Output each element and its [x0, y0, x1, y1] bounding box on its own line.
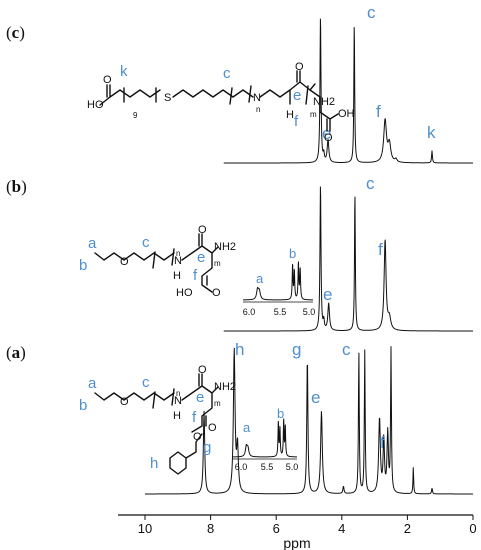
- inset-b: 6.0 5.5 5.0 a b: [242, 246, 316, 317]
- atom-a-o3: O: [208, 422, 217, 434]
- inset-a-tick-5-5: 5.5: [261, 462, 274, 472]
- atom-a-h: H: [173, 410, 181, 422]
- sub-a-m: m: [214, 399, 221, 408]
- struct-c-label-f: f: [294, 113, 299, 130]
- inset-b-line: [242, 261, 314, 301]
- struct-a-label-h: h: [150, 455, 158, 472]
- sub-b-m: m: [214, 259, 221, 268]
- atom-a-n: N: [174, 395, 182, 407]
- peak-label-b-c: c: [366, 174, 375, 193]
- structure-a: N H O NH2 O O O n m a b c e f g h: [79, 364, 236, 475]
- peak-label-c-e: e: [322, 124, 331, 143]
- x-tick-4: 4: [338, 521, 345, 536]
- sub-c-m: m: [310, 110, 317, 119]
- atom-b-o1: O: [120, 256, 129, 268]
- x-axis: 10 8 6 4 2 0 ppm: [118, 514, 477, 550]
- peak-label-c-k: k: [427, 123, 436, 142]
- struct-c-label-k: k: [120, 63, 128, 80]
- peak-label-a-g: g: [292, 340, 301, 359]
- inset-b-label-b: b: [289, 246, 296, 261]
- struct-b-label-c: c: [142, 234, 150, 251]
- atom-a-nh2: NH2: [214, 381, 236, 393]
- peak-label-a-h: h: [235, 340, 244, 359]
- atom-c-oh: OH: [338, 108, 355, 120]
- peak-label-a-c: c: [342, 340, 351, 359]
- peak-label-a-f: f: [380, 433, 385, 452]
- atom-c-n: N: [253, 92, 261, 104]
- atom-c-o1: O: [103, 74, 112, 86]
- x-tick-8: 8: [207, 521, 214, 536]
- atom-b-n: N: [174, 255, 182, 267]
- inset-b-tick-5-5: 5.5: [274, 307, 287, 317]
- structure-c: HO O S N H O NH2 O OH 9 n m k c e f: [87, 61, 355, 144]
- atom-c-nh2: NH2: [313, 96, 335, 108]
- sub-b-n: n: [176, 249, 180, 258]
- peak-label-b-e: e: [323, 285, 332, 304]
- sub-c-n: n: [256, 105, 260, 114]
- struct-a-label-g: g: [203, 439, 211, 456]
- atom-c-o3: O: [324, 132, 333, 144]
- x-tick-2: 2: [404, 521, 411, 536]
- inset-a: 6.0 5.5 5.0 a b: [232, 406, 299, 472]
- panel-label-a: (a): [6, 343, 26, 362]
- atom-c-h: H: [286, 109, 294, 121]
- inset-a-label-b: b: [277, 406, 284, 421]
- panel-label-b: (b): [6, 177, 27, 196]
- x-tick-6: 6: [273, 521, 280, 536]
- spectrum-b-line: [223, 186, 474, 332]
- inset-b-tick-6: 6.0: [243, 307, 256, 317]
- atom-a-o1: O: [120, 396, 129, 408]
- peak-label-c-c: c: [367, 3, 376, 22]
- inset-a-tick-6: 6.0: [235, 462, 248, 472]
- atom-b-o3: O: [212, 287, 221, 299]
- atom-a-o4: O: [193, 431, 202, 443]
- peak-label-b-f: f: [378, 240, 383, 259]
- x-tick-10: 10: [138, 521, 152, 536]
- struct-b-label-e: e: [197, 249, 205, 266]
- struct-b-label-b: b: [79, 257, 87, 274]
- peak-label-a-e: e: [311, 388, 320, 407]
- sub-a-n: n: [176, 389, 180, 398]
- struct-a-label-f: f: [192, 409, 197, 426]
- inset-b-tick-5: 5.0: [303, 307, 316, 317]
- spectrum-c-line: [223, 18, 474, 164]
- struct-a-label-b: b: [79, 397, 87, 414]
- inset-a-label-a: a: [243, 420, 251, 435]
- atom-b-nh2: NH2: [214, 241, 236, 253]
- struct-a-label-e: e: [196, 389, 204, 406]
- struct-c-label-e: e: [293, 87, 301, 104]
- struct-a-label-c: c: [142, 374, 150, 391]
- struct-a-label-a: a: [88, 375, 97, 392]
- atom-b-h: H: [173, 270, 181, 282]
- sub-c-9: 9: [133, 111, 138, 120]
- x-tick-0: 0: [469, 521, 476, 536]
- atom-c-o2: O: [295, 61, 304, 73]
- struct-c-label-c: c: [223, 65, 231, 82]
- x-axis-label: ppm: [283, 535, 310, 550]
- spectrum-a-line: [144, 346, 474, 495]
- atom-c-ho: HO: [87, 99, 104, 111]
- atom-b-ho: HO: [176, 287, 193, 299]
- atom-c-s: S: [164, 92, 171, 104]
- struct-b-label-a: a: [88, 235, 97, 252]
- atom-a-o2: O: [198, 364, 207, 376]
- structure-b: N H O NH2 HO O O n m a b c e f: [79, 224, 236, 299]
- inset-b-label-a: a: [256, 271, 264, 286]
- peak-label-c-f: f: [376, 102, 381, 121]
- inset-a-line: [232, 418, 298, 458]
- struct-b-label-f: f: [193, 267, 198, 284]
- inset-a-tick-5: 5.0: [286, 462, 299, 472]
- atom-b-o2: O: [198, 224, 207, 236]
- panel-label-c: (c): [6, 23, 25, 42]
